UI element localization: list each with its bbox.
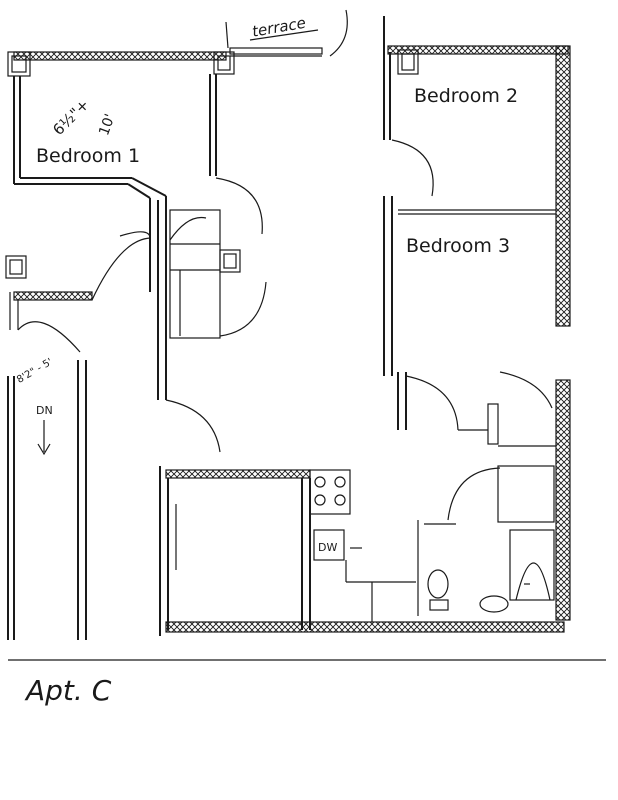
room-label-bedroom-3: Bedroom 3 bbox=[406, 235, 510, 257]
terrace-leader bbox=[225, 21, 229, 49]
bathroom-area bbox=[417, 371, 571, 621]
room-label-bedroom-2: Bedroom 2 bbox=[414, 85, 518, 107]
bedroom-1-walls bbox=[13, 74, 217, 400]
right-bedrooms-walls bbox=[383, 16, 571, 431]
stair-dimension: 8'2" - 5' bbox=[15, 357, 54, 386]
stair-direction-label: DN bbox=[36, 404, 53, 417]
dimension-note-2: 10' bbox=[96, 112, 118, 138]
bedroom-1-door-swing bbox=[215, 177, 263, 235]
top-exterior-wall bbox=[7, 47, 323, 77]
dimension-note-1: 6½"+ bbox=[49, 95, 93, 139]
apartment-label: Apt. C bbox=[24, 674, 112, 707]
terrace-underline bbox=[249, 29, 319, 41]
kitchen-area bbox=[159, 466, 565, 636]
closet-area bbox=[119, 209, 267, 339]
left-stair-area bbox=[5, 237, 151, 640]
hall-door-swing bbox=[165, 399, 221, 453]
dishwasher-label: DW bbox=[318, 541, 337, 554]
terrace-label: terrace bbox=[251, 14, 307, 41]
terrace-door-swing bbox=[329, 9, 348, 57]
room-label-bedroom-1: Bedroom 1 bbox=[36, 145, 140, 167]
